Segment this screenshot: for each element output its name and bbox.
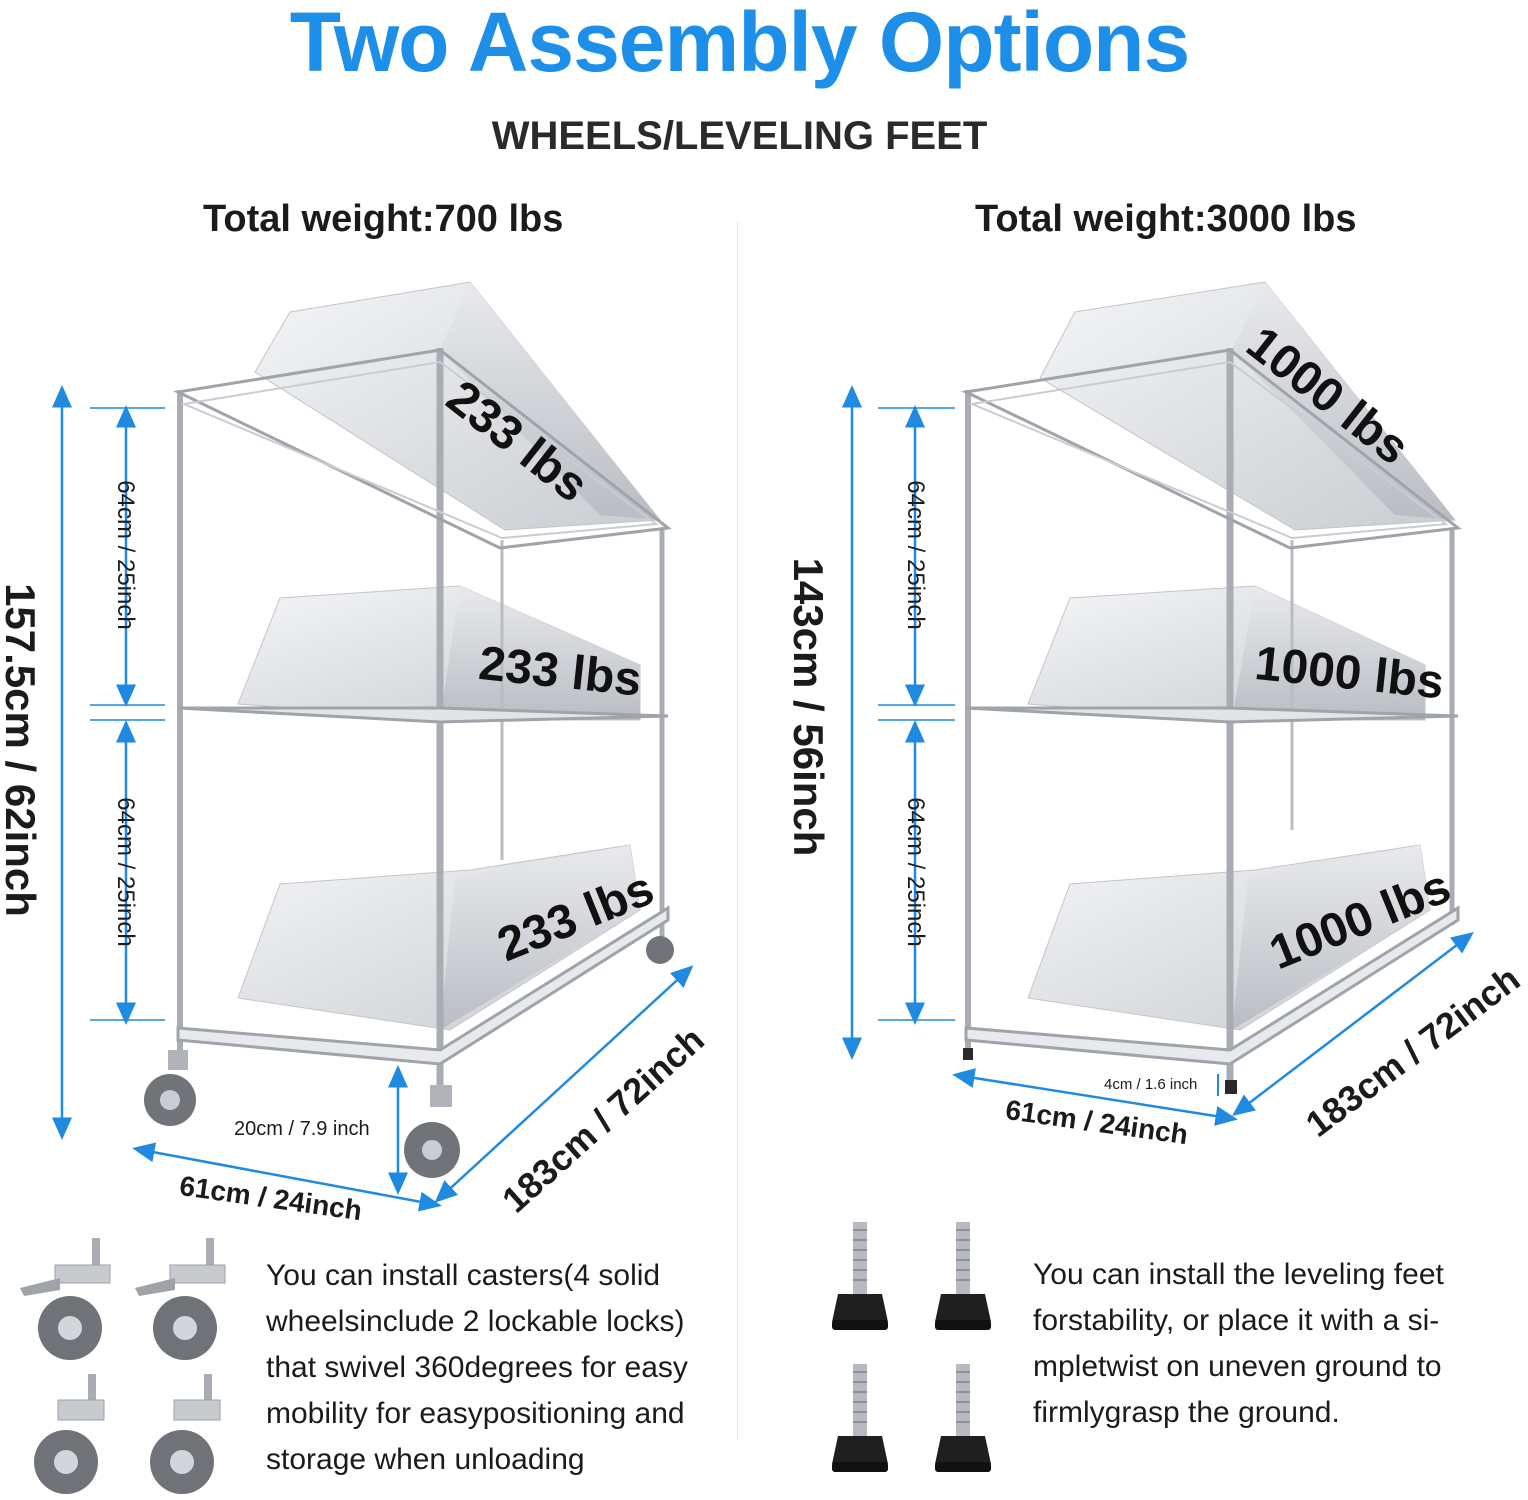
right-shelf-gap-1-label: 64cm / 25inch bbox=[902, 480, 929, 630]
right-total-weight: Total weight:3000 lbs bbox=[975, 198, 1357, 240]
center-divider bbox=[737, 222, 738, 1440]
left-dimension-lines bbox=[52, 385, 694, 1212]
right-foot-front-left bbox=[963, 1048, 973, 1060]
left-shelf-gap-1-label: 64cm / 25inch bbox=[112, 480, 139, 630]
left-description: You can install casters(4 solid wheelsin… bbox=[266, 1259, 688, 1476]
leveling-foot-icon-4 bbox=[935, 1364, 991, 1472]
left-shelf-gap-2-label: 64cm / 25inch bbox=[112, 797, 139, 947]
left-load-block-top bbox=[254, 281, 661, 531]
caster-wheels-group bbox=[20, 1238, 226, 1494]
right-foot-front-right bbox=[1225, 1080, 1237, 1094]
right-shelf-gap-2-label: 64cm / 25inch bbox=[902, 797, 929, 947]
left-rack bbox=[144, 281, 674, 1178]
right-description: You can install the leveling feet forsta… bbox=[1033, 1258, 1444, 1429]
left-caster-front-left bbox=[144, 1050, 196, 1126]
page-title: Two Assembly Options bbox=[289, 0, 1190, 89]
leveling-foot-icon-2 bbox=[935, 1222, 991, 1330]
left-height-label: 157.5cm / 62inch bbox=[0, 583, 44, 917]
left-caster-front-right bbox=[404, 1085, 460, 1178]
left-caster-back-right bbox=[646, 936, 674, 964]
shelf-illustrations bbox=[20, 281, 1474, 1494]
right-load-block-top bbox=[1039, 281, 1456, 531]
caster-icon-swivel-1 bbox=[34, 1374, 105, 1494]
leveling-foot-icon-1 bbox=[832, 1222, 888, 1330]
leveling-foot-icon-3 bbox=[832, 1364, 888, 1472]
page-subtitle: WHEELS/LEVELING FEET bbox=[491, 114, 988, 158]
caster-icon-locking-2 bbox=[135, 1238, 226, 1360]
caster-icon-swivel-2 bbox=[150, 1374, 221, 1494]
left-total-weight: Total weight:700 lbs bbox=[203, 198, 564, 240]
caster-icon-locking-1 bbox=[20, 1238, 111, 1360]
right-feet-clearance-label: 4cm / 1.6 inch bbox=[1104, 1076, 1198, 1093]
leveling-feet-group bbox=[832, 1222, 991, 1472]
right-dimension-lines bbox=[842, 385, 1474, 1126]
left-wheel-clearance-label: 20cm / 7.9 inch bbox=[234, 1118, 370, 1140]
right-height-label: 143cm / 56inch bbox=[785, 557, 832, 857]
